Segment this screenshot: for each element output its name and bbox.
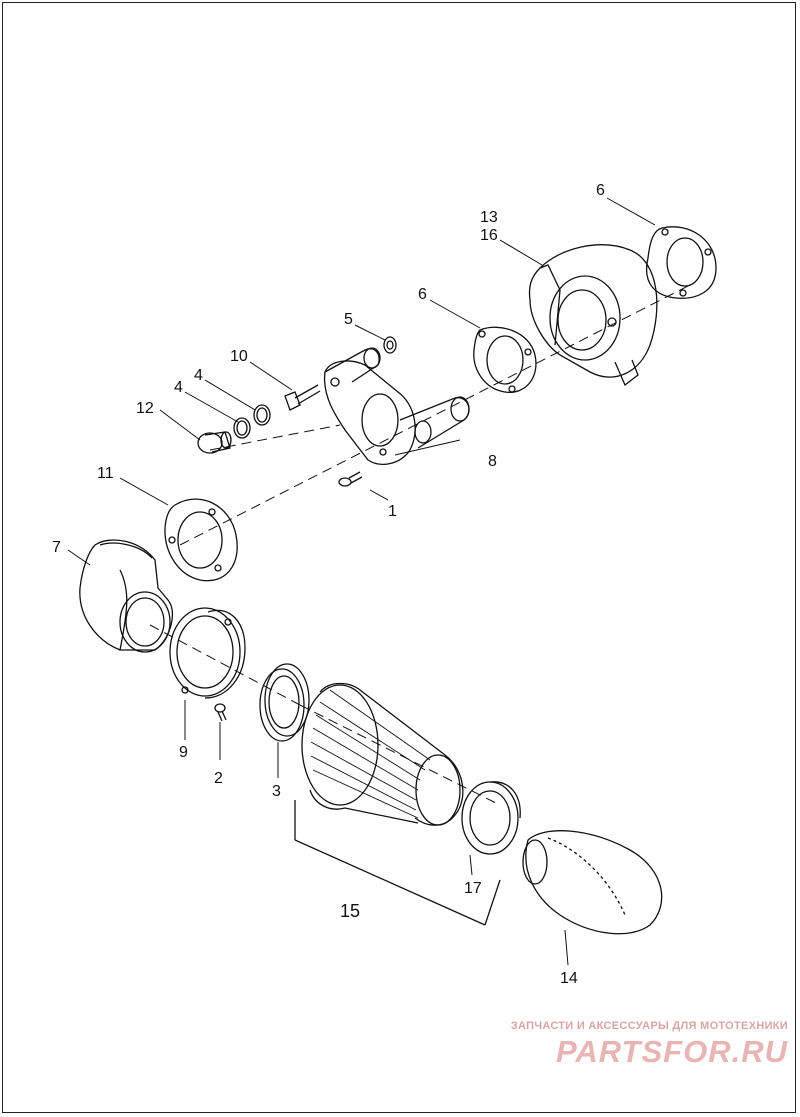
callout-7: 7	[52, 539, 61, 556]
callout-6-right: 6	[596, 182, 605, 199]
screw-part-1	[338, 471, 363, 487]
leader-lines	[67, 197, 656, 966]
callout-17: 17	[464, 880, 482, 897]
callout-9: 9	[179, 744, 188, 761]
callout-13: 13	[480, 209, 498, 226]
callout-labels: 6 13 16 6 5 10 4 4 12 8 11 1 7 9 2 3 17 …	[52, 182, 605, 987]
screw-part-10	[284, 384, 321, 411]
o-rings-part-4	[233, 404, 271, 439]
screw-part-2	[214, 703, 227, 722]
callout-11: 11	[97, 465, 114, 482]
watermark-logo: PARTSFOR.RU	[555, 1034, 788, 1069]
watermark-tagline: ЗАПЧАСТИ И АКСЕССУАРЫ ДЛЯ МОТОТЕХНИКИ	[510, 1020, 788, 1032]
bracket-part-15	[294, 800, 501, 926]
backing-plate-part-8	[323, 347, 470, 465]
callout-16: 16	[480, 227, 498, 244]
clamp-part-3	[259, 663, 310, 742]
adapter-ring-part-9	[169, 607, 246, 699]
callout-4-upper: 4	[194, 367, 203, 384]
cone-filter-part-15	[301, 682, 464, 826]
callout-14: 14	[560, 970, 578, 987]
gasket-part-6-right	[646, 226, 717, 299]
plug-part-12	[197, 431, 232, 454]
callout-1: 1	[388, 503, 397, 520]
backplate-housing-part-13-16	[528, 244, 658, 387]
callout-6-middle: 6	[418, 286, 427, 303]
callout-5: 5	[344, 311, 353, 328]
callout-3: 3	[272, 783, 281, 800]
o-ring-part-5	[383, 336, 397, 354]
callout-12: 12	[136, 400, 154, 417]
callout-4-lower: 4	[174, 379, 183, 396]
rain-sock-part-14	[522, 830, 663, 935]
callout-2: 2	[214, 770, 223, 787]
assembly-axis-lines	[149, 284, 691, 806]
callout-15: 15	[340, 901, 360, 921]
callout-8: 8	[488, 453, 497, 470]
gasket-part-11	[164, 498, 238, 582]
callout-10: 10	[230, 348, 248, 365]
end-cap-part-17	[461, 781, 521, 855]
elbow-part-7	[79, 539, 173, 653]
gasket-part-6-middle	[473, 326, 537, 393]
